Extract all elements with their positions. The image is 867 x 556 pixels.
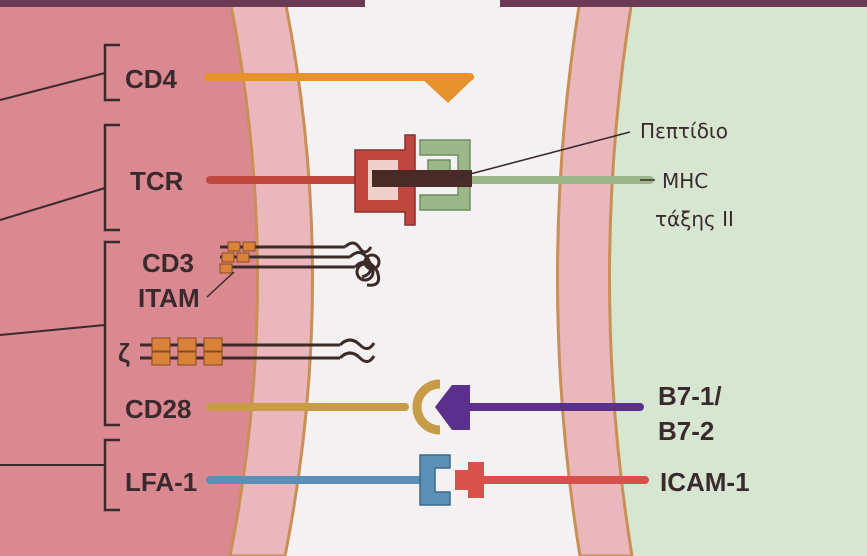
top-bar-left xyxy=(0,0,365,7)
label-icam1: ICAM-1 xyxy=(660,467,750,497)
label-peptide: Πεπτίδιο xyxy=(640,119,728,143)
label-mhc-line1: MHC xyxy=(662,169,708,193)
label-lfa1: LFA-1 xyxy=(125,467,197,497)
label-cd4: CD4 xyxy=(125,64,178,94)
label-cd3: CD3 xyxy=(142,248,194,278)
label-zeta: ζ xyxy=(118,338,130,368)
label-cd28: CD28 xyxy=(125,394,191,424)
label-mhc-line2: τάξης II xyxy=(655,207,734,231)
peptide xyxy=(372,170,472,187)
zeta-itam-boxes xyxy=(152,338,222,365)
top-bar-right xyxy=(500,0,867,7)
label-b7-line1: B7-1/ xyxy=(658,381,722,411)
label-itam: ITAM xyxy=(138,283,200,313)
label-b7-line2: B7-2 xyxy=(658,416,714,446)
label-tcr: TCR xyxy=(130,166,184,196)
